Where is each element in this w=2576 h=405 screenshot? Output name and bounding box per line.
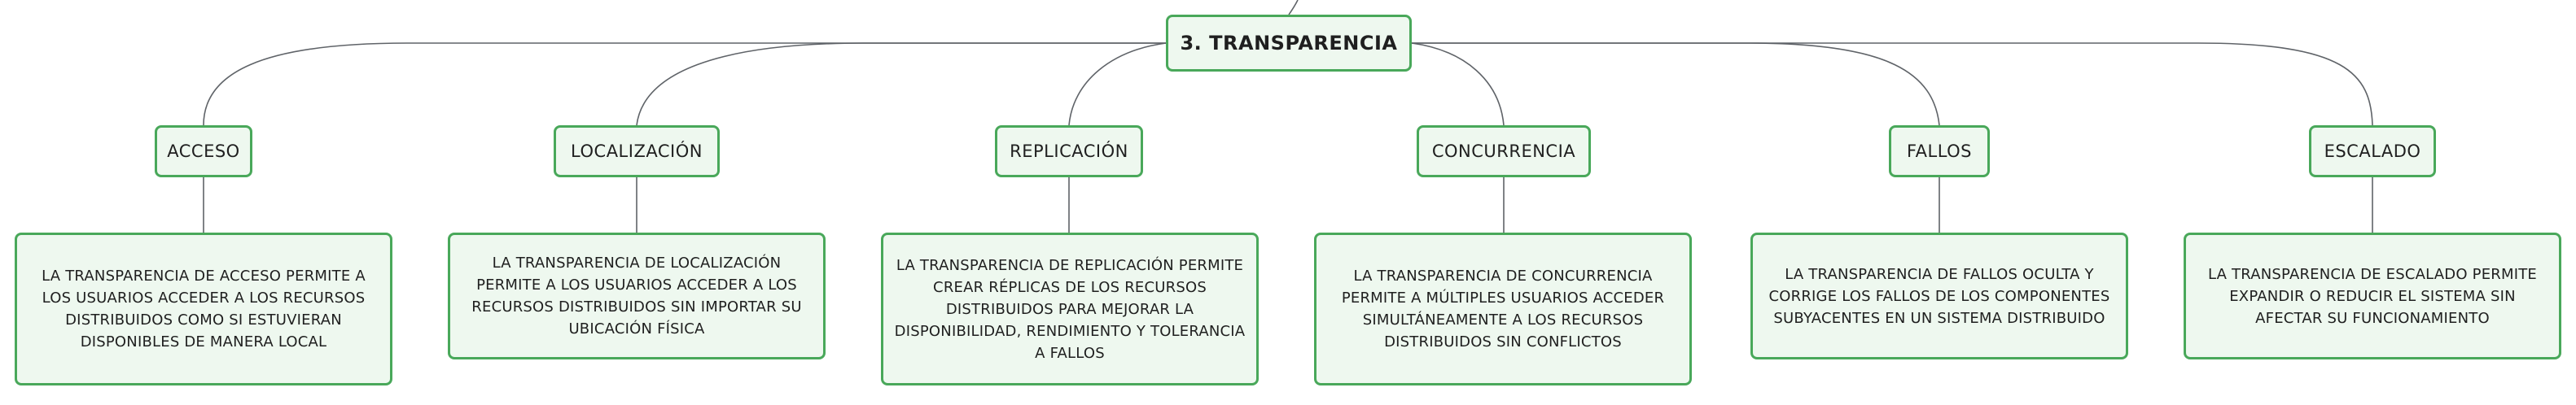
node-fallos[interactable]: FALLOS xyxy=(1889,125,1990,177)
desc-replicacion[interactable]: LA TRANSPARENCIA DE REPLICACIÓN PERMITE … xyxy=(881,233,1259,385)
node-label: CONCURRENCIA xyxy=(1431,142,1576,161)
desc-escalado[interactable]: LA TRANSPARENCIA DE ESCALADO PERMITE EXP… xyxy=(2184,233,2561,359)
node-label: ESCALADO xyxy=(2324,142,2421,161)
node-label: FALLOS xyxy=(1906,142,1973,161)
node-label: LOCALIZACIÓN xyxy=(571,142,703,161)
connector-root-concurrencia xyxy=(1411,42,1505,126)
connector-root-fallos xyxy=(1412,42,1940,126)
node-concurrencia[interactable]: CONCURRENCIA xyxy=(1417,125,1591,177)
node-localizacion[interactable]: LOCALIZACIÓN xyxy=(554,125,720,177)
desc-fallos[interactable]: LA TRANSPARENCIA DE FALLOS OCULTA Y CORR… xyxy=(1750,233,2128,359)
root-node[interactable]: 3. TRANSPARENCIA xyxy=(1166,15,1412,72)
connector-root-acceso xyxy=(203,42,1166,126)
node-label: REPLICACIÓN xyxy=(1010,142,1128,161)
node-replicacion[interactable]: REPLICACIÓN xyxy=(995,125,1143,177)
desc-localizacion[interactable]: LA TRANSPARENCIA DE LOCALIZACIÓN PERMITE… xyxy=(448,233,826,359)
node-label: ACCESO xyxy=(167,142,240,161)
desc-text: LA TRANSPARENCIA DE ESCALADO PERMITE EXP… xyxy=(2207,265,2537,327)
desc-concurrencia[interactable]: LA TRANSPARENCIA DE CONCURRENCIA PERMITE… xyxy=(1314,233,1692,385)
connector-root-escalado xyxy=(1412,42,2373,126)
desc-text: LA TRANSPARENCIA DE LOCALIZACIÓN PERMITE… xyxy=(471,255,802,338)
connector-root-replicacion xyxy=(1068,42,1167,126)
desc-text: LA TRANSPARENCIA DE REPLICACIÓN PERMITE … xyxy=(894,256,1246,362)
node-escalado[interactable]: ESCALADO xyxy=(2309,125,2436,177)
connector-root-localizacion xyxy=(636,42,1166,126)
desc-acceso[interactable]: LA TRANSPARENCIA DE ACCESO PERMITE A LOS… xyxy=(15,233,392,385)
desc-text: LA TRANSPARENCIA DE ACCESO PERMITE A LOS… xyxy=(42,268,366,351)
desc-text: LA TRANSPARENCIA DE CONCURRENCIA PERMITE… xyxy=(1341,268,1665,351)
desc-text: LA TRANSPARENCIA DE FALLOS OCULTA Y CORR… xyxy=(1768,265,2110,327)
connector-parent xyxy=(1288,0,1299,15)
root-node-label: 3. TRANSPARENCIA xyxy=(1180,32,1398,54)
node-acceso[interactable]: ACCESO xyxy=(155,125,252,177)
